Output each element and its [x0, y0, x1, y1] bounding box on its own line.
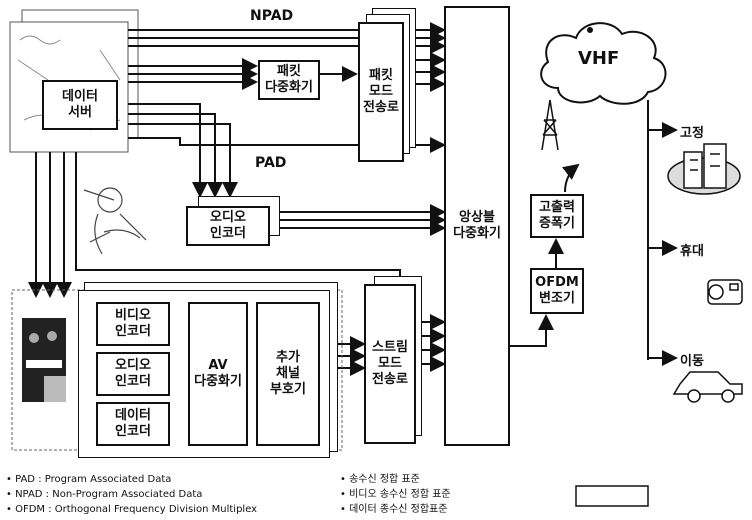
- movie-poster-illustration: [22, 318, 66, 402]
- legend-standard-1: • 송수신 정합 표준: [340, 472, 451, 487]
- legend-ofdm: • OFDM : Orthogonal Frequency Division M…: [6, 502, 257, 517]
- high-power-amp-block: 고출력 증폭기: [530, 194, 584, 238]
- data-server-block: 데이터 서버: [42, 80, 118, 130]
- receiver-mobile-label: 이동: [680, 350, 704, 369]
- pad-label: PAD: [255, 155, 286, 171]
- receiver-fixed-label: 고정: [680, 122, 704, 141]
- portable-device-icon: [708, 280, 742, 304]
- ensemble-mux-block: 앙상블 다중화기: [444, 6, 510, 446]
- legend-standard-2: • 비디오 송수신 정합 표준: [340, 487, 451, 502]
- packet-mode-block: 패킷 모드 전송로: [358, 22, 404, 162]
- legend-standard-3: • 데이터 종수신 정합표준: [340, 502, 451, 517]
- musician-illustration: [84, 188, 146, 254]
- car-icon: [674, 372, 742, 402]
- extra-channel-coder-block: 추가 채널 부호기: [256, 302, 320, 446]
- audio-encoder-2-block: 오디오 인코더: [96, 352, 170, 396]
- legend-right: • 송수신 정합 표준 • 비디오 송수신 정합 표준 • 데이터 종수신 정합…: [340, 472, 451, 517]
- npad-label: NPAD: [250, 8, 293, 24]
- legend-left: • PAD : Program Associated Data • NPAD :…: [6, 472, 257, 517]
- stream-mode-block: 스트림 모드 전송로: [364, 284, 416, 444]
- legend-pad: • PAD : Program Associated Data: [6, 472, 257, 487]
- audio-encoder-block: 오디오 인코더: [186, 206, 270, 246]
- building-icon: [668, 144, 740, 194]
- legend-npad: • NPAD : Non-Program Associated Data: [6, 487, 257, 502]
- packet-mux-block: 패킷 다중화기: [258, 60, 320, 100]
- ofdm-modulator-block: OFDM 변조기: [530, 268, 584, 314]
- av-mux-block: AV 다중화기: [188, 302, 248, 446]
- antenna-tower: [542, 100, 558, 150]
- data-encoder-block: 데이터 인코더: [96, 402, 170, 446]
- vhf-label: VHF: [578, 48, 619, 69]
- video-encoder-block: 비디오 인코더: [96, 302, 170, 346]
- receiver-portable-label: 휴대: [680, 240, 704, 259]
